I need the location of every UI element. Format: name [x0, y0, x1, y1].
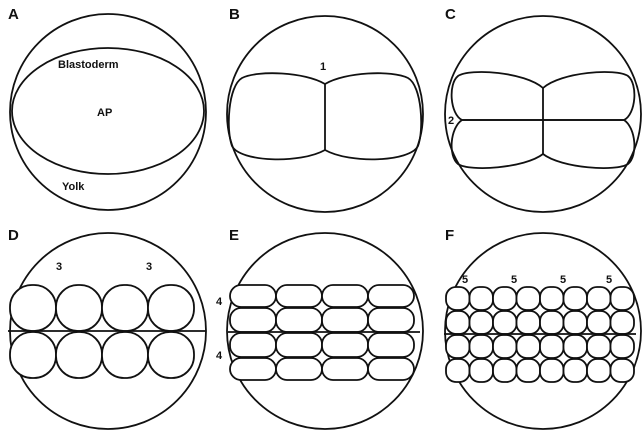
panel-e-blastomere [230, 333, 276, 357]
panel-f-blastomere [493, 359, 517, 382]
panel-f-blastomere [611, 335, 635, 358]
panel-d-label-3-right: 3 [146, 261, 152, 273]
panel-f-letter: F [445, 227, 454, 244]
panel-a-ap-label: AP [97, 107, 112, 119]
panel-e-blastomere [322, 285, 368, 307]
panel-e-blastomere [368, 308, 414, 332]
panel-e-blastomere [276, 358, 322, 380]
panel-f-blastomere [611, 287, 635, 310]
panel-f-label-5-a: 5 [462, 274, 468, 286]
panel-b: B 1 [227, 6, 423, 212]
panel-c-letter: C [445, 6, 456, 23]
panel-e-blastomere [276, 285, 322, 307]
panel-e-label-4-bottom: 4 [216, 350, 223, 362]
panel-f-blastomere [540, 287, 564, 310]
panel-f-blastomere [446, 311, 470, 334]
panel-f-blastomere [517, 359, 541, 382]
panel-e-label-4-top: 4 [216, 296, 223, 308]
panel-f-blastomere [470, 359, 494, 382]
panel-d: D 3 3 [8, 227, 206, 429]
panel-f-blastomere [517, 311, 541, 334]
panel-e-blastomere [230, 308, 276, 332]
panel-a: A Blastoderm AP Yolk [8, 6, 206, 210]
panel-f-blastomere [470, 335, 494, 358]
panel-e-letter: E [229, 227, 239, 244]
panel-d-blastomere [148, 332, 194, 378]
panel-f-blastomere [517, 287, 541, 310]
panel-e-blastomere [322, 358, 368, 380]
panel-d-blastomere [102, 285, 148, 331]
panel-d-letter: D [8, 227, 19, 244]
panel-a-yolk-label: Yolk [62, 181, 85, 193]
panel-e-blastomere [230, 285, 276, 307]
panel-f-blastomere [611, 311, 635, 334]
panel-e-blastomere [276, 333, 322, 357]
panel-d-blastomere [56, 285, 102, 331]
panel-c-label-2: 2 [448, 115, 454, 127]
panel-e-blastomere [322, 333, 368, 357]
panel-f-blastomere [540, 359, 564, 382]
panel-f-blastomere [446, 359, 470, 382]
panel-f-blastomere [611, 359, 635, 382]
panel-d-label-3-left: 3 [56, 261, 62, 273]
panel-f-blastomere [517, 335, 541, 358]
panel-e-blastomere [368, 358, 414, 380]
panel-f-blastomere [564, 287, 588, 310]
panel-f-blastomere [446, 335, 470, 358]
panel-f-label-5-c: 5 [560, 274, 566, 286]
panel-f-blastomere [540, 311, 564, 334]
panel-a-letter: A [8, 6, 19, 23]
panel-d-blastomere [148, 285, 194, 331]
panel-f-blastomere-grid [444, 287, 636, 382]
panel-b-label-1: 1 [320, 61, 326, 73]
panel-e-blastomere [368, 285, 414, 307]
panel-a-blastoderm-label: Blastoderm [58, 59, 119, 71]
panel-d-blastomere [10, 332, 56, 378]
panel-e-blastomere [276, 308, 322, 332]
panel-e-blastomere [368, 333, 414, 357]
panel-f: F 5 5 5 5 [444, 227, 641, 429]
panel-f-blastomere [564, 311, 588, 334]
panel-f-blastomere [470, 311, 494, 334]
panel-f-blastomere [587, 311, 611, 334]
panel-f-blastomere [564, 335, 588, 358]
panel-f-blastomere [540, 335, 564, 358]
panel-d-blastomere [10, 285, 56, 331]
panel-e: E 4 4 [216, 227, 423, 429]
panel-f-blastomere [587, 287, 611, 310]
panel-f-blastomere [587, 335, 611, 358]
panel-d-blastomere-grid [8, 285, 206, 378]
panel-f-blastomere [446, 287, 470, 310]
panel-e-blastomere-grid [228, 285, 420, 380]
panel-f-blastomere [493, 335, 517, 358]
panel-f-label-5-b: 5 [511, 274, 517, 286]
panel-e-blastomere [230, 358, 276, 380]
panel-f-blastomere [587, 359, 611, 382]
panel-f-blastomere [493, 287, 517, 310]
panel-f-blastomere [470, 287, 494, 310]
panel-d-blastomere [56, 332, 102, 378]
panel-d-blastomere [102, 332, 148, 378]
panel-b-letter: B [229, 6, 240, 23]
panel-f-blastomere [564, 359, 588, 382]
panel-f-label-5-d: 5 [606, 274, 612, 286]
panel-f-blastomere [493, 311, 517, 334]
panel-e-blastomere [322, 308, 368, 332]
panel-c: C 2 [445, 6, 641, 212]
